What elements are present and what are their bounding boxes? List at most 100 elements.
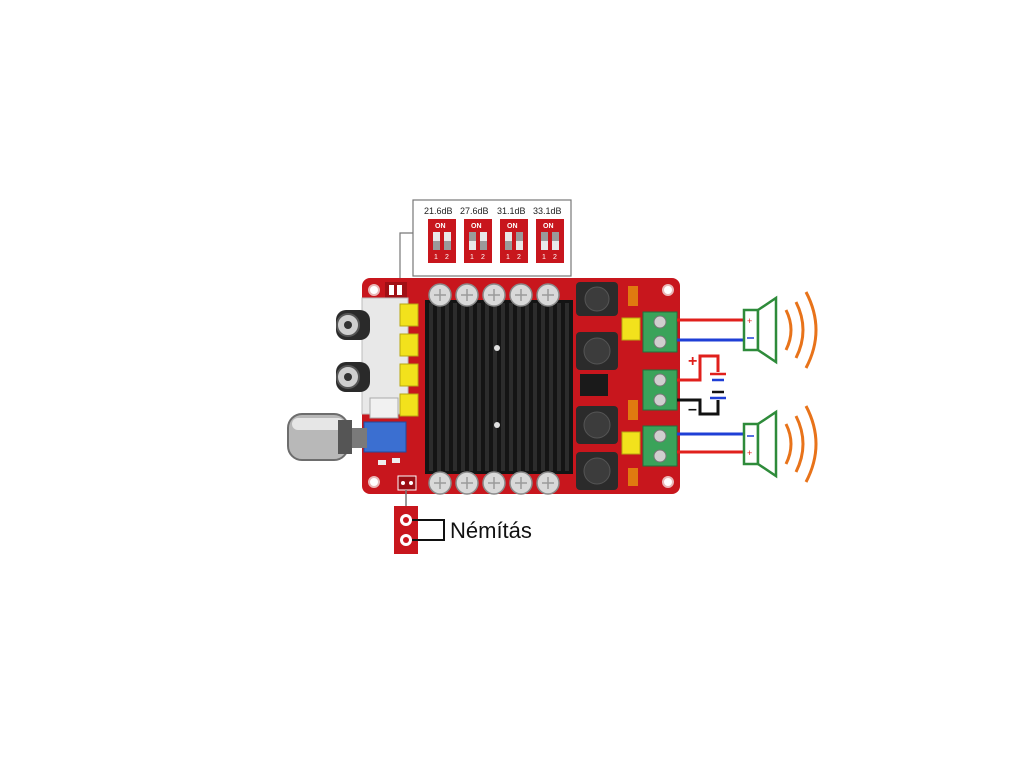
heat-sink-fin bbox=[541, 303, 545, 471]
capacitor-vent bbox=[461, 289, 473, 301]
sound-wave-icon bbox=[784, 423, 793, 465]
dip-lever-1-knob bbox=[433, 241, 440, 250]
sound-wave-icon bbox=[804, 291, 818, 369]
mounting-hole bbox=[368, 476, 380, 488]
inductor-coil bbox=[584, 286, 610, 312]
heat-sink-fin bbox=[525, 303, 529, 471]
heat-sink-fin bbox=[445, 303, 449, 471]
yellow-capacitor bbox=[399, 303, 419, 327]
yellow-capacitor bbox=[399, 393, 419, 417]
gain-option-label: 31.1dB bbox=[497, 206, 526, 216]
inductor-coil bbox=[583, 457, 611, 485]
yellow-capacitor bbox=[399, 333, 419, 357]
mute-callout: Némítás bbox=[394, 490, 532, 554]
sound-wave-icon bbox=[784, 309, 793, 351]
heat-sink bbox=[425, 300, 573, 474]
volume-potentiometer[interactable] bbox=[287, 413, 407, 461]
terminal-screw bbox=[653, 373, 667, 387]
dip-lever-2-knob bbox=[516, 232, 523, 241]
heat-sink-fin bbox=[549, 303, 553, 471]
speaker-bottom-plus-mark: + bbox=[747, 448, 752, 458]
power-minus-sign: – bbox=[688, 401, 697, 418]
dip-switch-number-1: 1 bbox=[470, 254, 474, 261]
capacitor-vent bbox=[461, 477, 473, 489]
terminal-screw bbox=[653, 315, 667, 329]
heat-sink-screw bbox=[494, 345, 500, 351]
dip-switch-number-2: 2 bbox=[445, 254, 449, 261]
heat-sink-fin bbox=[437, 303, 441, 471]
yellow-capacitor bbox=[621, 431, 641, 455]
mounting-hole bbox=[662, 476, 674, 488]
terminal-screw bbox=[653, 449, 667, 463]
mounting-hole bbox=[662, 284, 674, 296]
heat-sink-fin bbox=[453, 303, 457, 471]
dip-lever-2-knob bbox=[444, 241, 451, 250]
board-dip-lever bbox=[389, 285, 394, 295]
heat-sink-screw bbox=[494, 422, 500, 428]
regulator bbox=[580, 374, 608, 396]
gain-option-31-1db: 31.1dB ON 1 2 bbox=[497, 206, 528, 263]
dip-switch-body bbox=[428, 219, 456, 263]
dip-on-label: ON bbox=[543, 223, 554, 230]
heat-sink-fin bbox=[509, 303, 513, 471]
dip-switch-body bbox=[500, 219, 528, 263]
speaker-terminal-top bbox=[642, 311, 678, 353]
gain-option-21-6db: 21.6dB ON 1 2 bbox=[424, 206, 456, 263]
power-wire-negative bbox=[677, 398, 720, 416]
capacitor-vent bbox=[488, 477, 500, 489]
speaker-bottom-magnet bbox=[742, 422, 760, 466]
dip-switch-number-1: 1 bbox=[434, 254, 438, 261]
speaker-bottom: + bbox=[677, 405, 818, 483]
dip-switch-number-1: 1 bbox=[542, 254, 546, 261]
capacitor-vent bbox=[542, 477, 554, 489]
knob-highlight bbox=[292, 418, 344, 430]
dip-switch-body bbox=[536, 219, 564, 263]
sound-wave-icon bbox=[794, 301, 805, 359]
power-plus-sign: + bbox=[688, 353, 697, 370]
yellow-capacitor bbox=[399, 363, 419, 387]
mute-header bbox=[397, 475, 417, 491]
dip-lever-1-knob bbox=[505, 241, 512, 250]
gain-option-label: 21.6dB bbox=[424, 206, 453, 216]
terminal-screw bbox=[653, 393, 667, 407]
power-wire-positive bbox=[677, 354, 720, 382]
capacitor-vent bbox=[434, 289, 446, 301]
heat-sink-fin bbox=[477, 303, 481, 471]
heat-sink-fin bbox=[501, 303, 505, 471]
board-dip-lever bbox=[397, 285, 402, 295]
gain-option-33-1db: 33.1dB ON 1 2 bbox=[533, 206, 564, 263]
smd-part bbox=[378, 460, 386, 465]
mute-jumper-wire bbox=[412, 519, 445, 541]
heat-sink-fin bbox=[533, 303, 537, 471]
heat-sink-base bbox=[425, 300, 573, 474]
heat-sink-fin bbox=[429, 303, 433, 471]
mute-jumper-header bbox=[394, 506, 418, 554]
heat-sink-fin bbox=[565, 303, 569, 471]
capacitor-row-top bbox=[428, 283, 560, 307]
input-header bbox=[369, 397, 399, 419]
dip-lever-2-knob bbox=[480, 241, 487, 250]
inductor-coil bbox=[583, 337, 611, 365]
capacitor-vent bbox=[515, 477, 527, 489]
capacitor-row-bottom bbox=[428, 471, 560, 495]
heat-sink-fin bbox=[557, 303, 561, 471]
speaker-bottom-cone bbox=[756, 409, 778, 479]
speaker-top-cone bbox=[756, 295, 778, 365]
dip-switch-number-2: 2 bbox=[517, 254, 521, 261]
gain-option-label: 33.1dB bbox=[533, 206, 562, 216]
dip-lever-1-knob bbox=[541, 232, 548, 241]
dip-on-label: ON bbox=[507, 223, 518, 230]
inductor-top-1 bbox=[576, 282, 618, 316]
smd-resistor bbox=[628, 400, 638, 420]
capacitor-vent bbox=[515, 289, 527, 301]
dip-switch-number-2: 2 bbox=[481, 254, 485, 261]
heat-sink-fin bbox=[517, 303, 521, 471]
inductor-coil bbox=[583, 411, 611, 439]
speaker-top: + bbox=[677, 291, 818, 369]
inductor-top-2 bbox=[576, 332, 618, 370]
smd-part bbox=[392, 458, 400, 463]
board-dip-switch bbox=[385, 282, 407, 298]
sound-wave-icon bbox=[794, 415, 805, 473]
mute-label: Némítás bbox=[450, 518, 532, 543]
